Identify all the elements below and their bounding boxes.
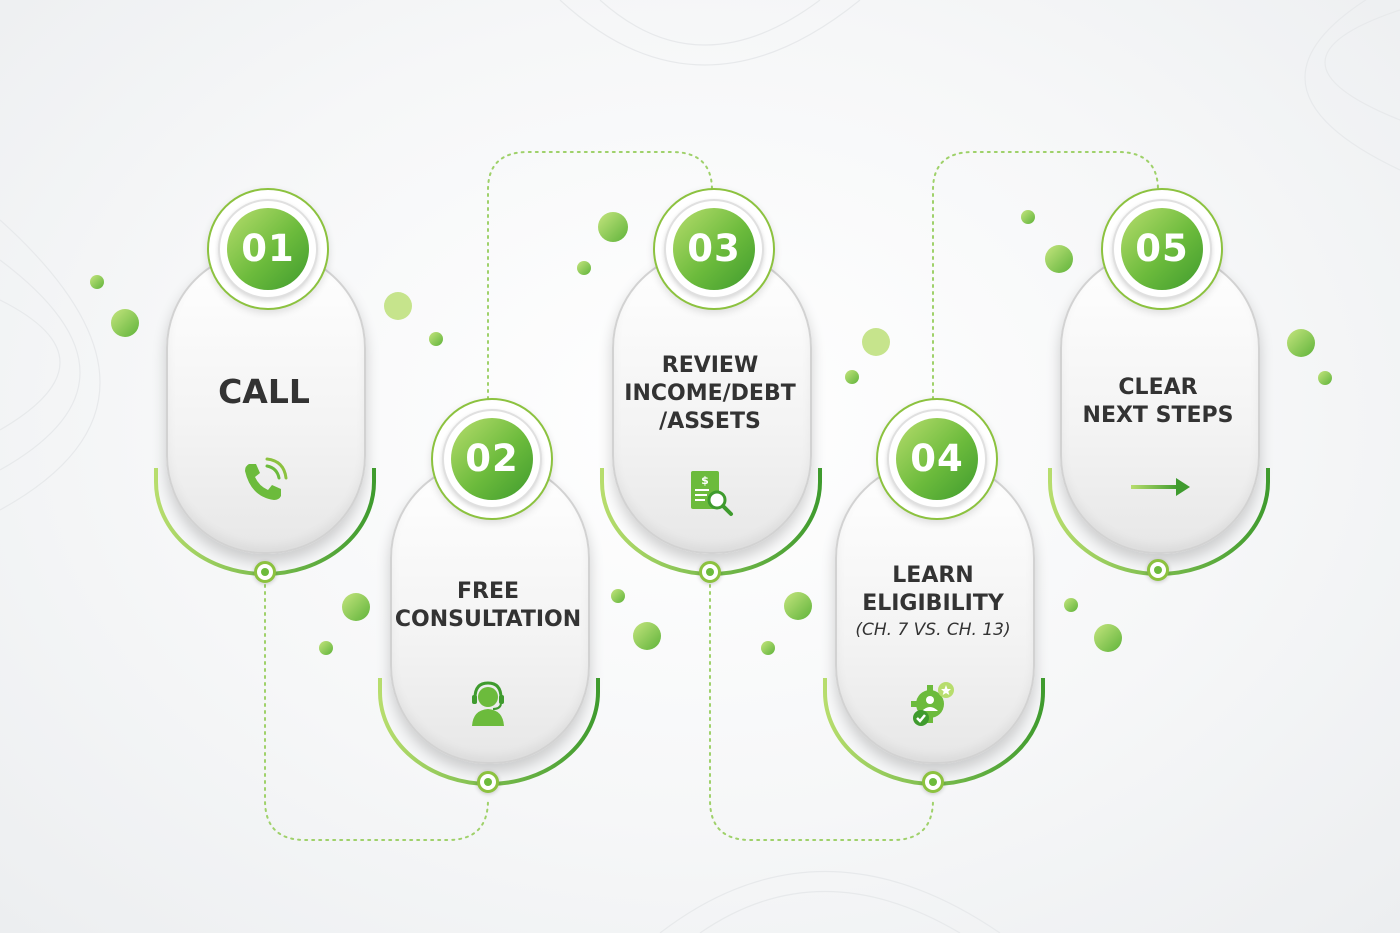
step-number-ring: 04 xyxy=(876,398,998,520)
connector-03-04 xyxy=(709,584,934,841)
step-number-ring: 02 xyxy=(431,398,553,520)
connector-04-05 xyxy=(932,151,1159,421)
connector-02-03 xyxy=(487,151,713,421)
connector-01-02 xyxy=(264,584,489,841)
gear-person-check-icon xyxy=(911,682,954,726)
step-number-badge: 02 xyxy=(451,418,533,500)
step-number-badge: 04 xyxy=(896,418,978,500)
step-subtitle: (CH. 7 VS. CH. 13) xyxy=(855,620,1011,640)
step-number-badge: 03 xyxy=(673,208,755,290)
step-number-badge: 01 xyxy=(227,208,309,290)
financial-document-search-icon: $ xyxy=(691,471,733,516)
step-title: CALL xyxy=(218,372,310,411)
step-number-ring: 01 xyxy=(207,188,329,310)
step-number-badge: 05 xyxy=(1121,208,1203,290)
arrow-right-icon xyxy=(1131,478,1190,496)
step-number-ring: 03 xyxy=(653,188,775,310)
phone-icon xyxy=(245,457,288,500)
svg-text:$: $ xyxy=(701,474,709,487)
connector-node xyxy=(699,561,721,583)
headset-agent-icon xyxy=(472,681,504,726)
step-01: 01 CALL xyxy=(154,188,376,583)
connector-node xyxy=(254,561,276,583)
connector-node xyxy=(477,771,499,793)
step-number-ring: 05 xyxy=(1101,188,1223,310)
connector-node xyxy=(1147,559,1169,581)
connector-node xyxy=(922,771,944,793)
